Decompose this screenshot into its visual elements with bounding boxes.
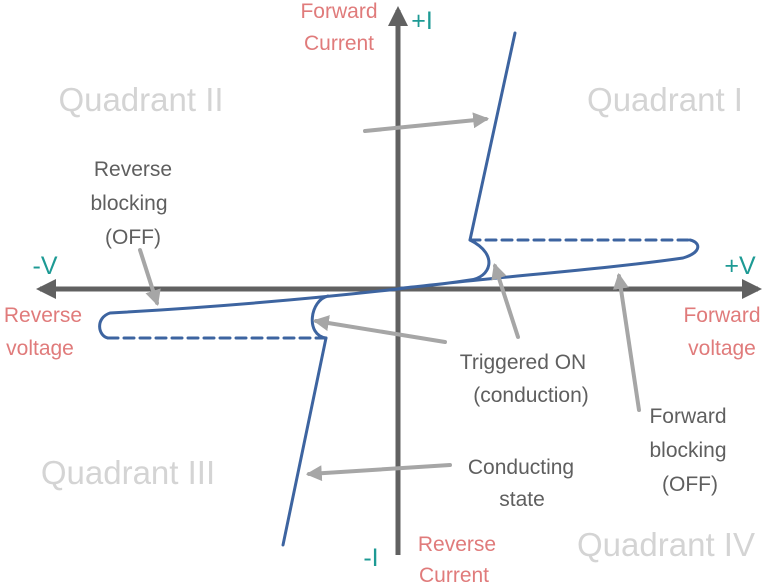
svg-text:Conducting: Conducting xyxy=(468,456,574,479)
arrow-to-conduction xyxy=(363,112,490,133)
svg-text:(OFF): (OFF) xyxy=(662,473,718,496)
forward-blocking-annotation: Forward blocking (OFF) xyxy=(649,405,726,496)
svg-text:voltage: voltage xyxy=(6,337,74,360)
svg-text:Forward: Forward xyxy=(300,0,377,23)
forward-current-label: Forward Current xyxy=(300,0,377,55)
arrow-forward-blocking xyxy=(612,272,641,412)
svg-text:Forward: Forward xyxy=(683,304,760,327)
svg-text:Reverse: Reverse xyxy=(4,304,82,327)
minus-v-label: -V xyxy=(33,252,58,280)
forward-voltage-label: Forward voltage xyxy=(683,304,760,360)
reverse-voltage-label: Reverse voltage xyxy=(4,304,82,360)
conducting-state-annotation: Conducting state xyxy=(468,456,574,511)
quadrant-4-label: Quadrant IV xyxy=(577,526,755,563)
vi-characteristic-curve xyxy=(98,31,700,547)
arrow-triggered-on-forward xyxy=(491,262,520,339)
arrow-conducting-state xyxy=(305,463,452,482)
quadrant-2-label: Quadrant II xyxy=(58,81,223,118)
quadrant-3-label: Quadrant III xyxy=(41,454,215,491)
reverse-blocking-annotation: Reverse blocking (OFF) xyxy=(90,158,172,249)
svg-text:blocking: blocking xyxy=(649,439,726,462)
arrow-reverse-blocking xyxy=(138,248,161,307)
svg-text:Reverse: Reverse xyxy=(94,158,172,181)
svg-text:Current: Current xyxy=(419,564,489,585)
svg-text:Reverse: Reverse xyxy=(418,533,496,556)
svg-text:blocking: blocking xyxy=(90,192,167,215)
svg-text:(OFF): (OFF) xyxy=(105,226,161,249)
svg-text:Triggered ON: Triggered ON xyxy=(460,351,586,374)
arrow-triggered-on-reverse xyxy=(312,315,447,344)
svg-text:(conduction): (conduction) xyxy=(473,384,589,407)
svg-text:voltage: voltage xyxy=(688,337,756,360)
svg-text:state: state xyxy=(499,488,545,511)
svg-text:Current: Current xyxy=(304,32,374,55)
reverse-current-label: Reverse Current xyxy=(418,533,496,585)
quadrant-1-label: Quadrant I xyxy=(587,81,743,118)
svg-text:Forward: Forward xyxy=(649,405,726,428)
minus-i-label: -I xyxy=(363,544,378,572)
plus-v-label: +V xyxy=(724,252,756,280)
triggered-on-annotation: Triggered ON (conduction) xyxy=(460,351,589,407)
plus-i-label: +I xyxy=(411,7,433,35)
